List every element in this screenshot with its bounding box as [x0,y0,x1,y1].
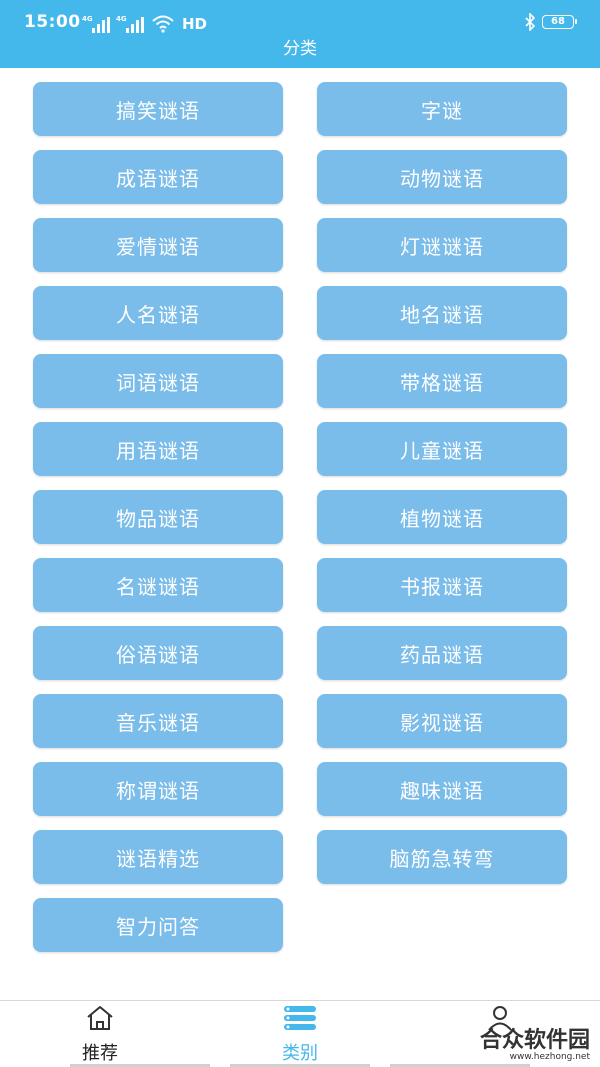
category-button[interactable]: 成语谜语 [33,150,283,204]
category-button[interactable]: 脑筋急转弯 [317,830,567,884]
category-button[interactable]: 动物谜语 [317,150,567,204]
category-button[interactable]: 爱情谜语 [33,218,283,272]
category-button[interactable]: 谜语精选 [33,830,283,884]
watermark-text: 合众软件园 [479,1028,590,1053]
category-button[interactable]: 儿童谜语 [317,422,567,476]
tab-profile[interactable] [440,1005,560,1035]
status-right: 68 [524,13,577,31]
bottom-nav: 推荐 类别 [0,1000,600,1067]
category-button[interactable]: 词语谜语 [33,354,283,408]
watermark-url: www.hezhong.net [509,1052,590,1062]
home-icon [87,1006,113,1030]
category-button[interactable]: 俗语谜语 [33,626,283,680]
category-button[interactable]: 影视谜语 [317,694,567,748]
tab-category-label: 类别 [282,1043,318,1064]
status-time: 15:00 [24,12,81,32]
status-icons: 4G 4G HD [82,13,208,33]
tab-recommend-label: 推荐 [82,1043,118,1064]
category-button[interactable]: 带格谜语 [317,354,567,408]
category-button[interactable]: 音乐谜语 [33,694,283,748]
category-button[interactable]: 名谜谜语 [33,558,283,612]
hd-indicator: HD [182,15,208,33]
category-button[interactable]: 用语谜语 [33,422,283,476]
wifi-icon [152,15,174,33]
category-button[interactable]: 字谜 [317,82,567,136]
category-button[interactable]: 书报谜语 [317,558,567,612]
tab-category[interactable]: 类别 [240,1005,360,1065]
bluetooth-icon [525,13,536,31]
category-button[interactable]: 植物谜语 [317,490,567,544]
category-button[interactable]: 智力问答 [33,898,283,952]
nav-underline-1 [70,1064,210,1067]
category-button[interactable]: 搞笑谜语 [33,82,283,136]
category-button[interactable]: 趣味谜语 [317,762,567,816]
watermark: 合众软件园 www.hezhong.net [480,1022,590,1062]
tab-recommend[interactable]: 推荐 [40,1005,160,1065]
category-button[interactable]: 物品谜语 [33,490,283,544]
app-header: 15:00 4G 4G HD 68 分类 [0,0,600,68]
nav-underline-2 [230,1064,370,1067]
category-button[interactable]: 药品谜语 [317,626,567,680]
category-button[interactable]: 称谓谜语 [33,762,283,816]
battery-icon: 68 [542,15,577,29]
category-grid: 搞笑谜语字谜成语谜语动物谜语爱情谜语灯谜谜语人名谜语地名谜语词语谜语带格谜语用语… [33,82,567,952]
signal-icon: 4G [82,15,110,33]
category-button[interactable]: 地名谜语 [317,286,567,340]
signal-icon-2: 4G [116,15,144,33]
nav-underline-3 [390,1064,530,1067]
category-button[interactable]: 人名谜语 [33,286,283,340]
page-title: 分类 [283,39,317,59]
user-icon [488,1006,512,1031]
category-button[interactable]: 灯谜谜语 [317,218,567,272]
list-icon [284,1006,316,1030]
